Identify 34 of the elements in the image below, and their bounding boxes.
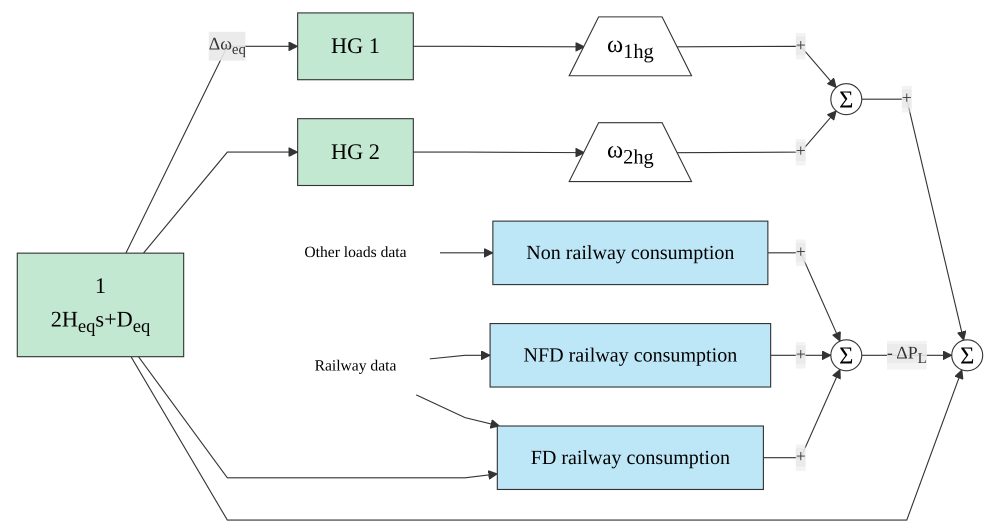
arrow: [130, 356, 963, 520]
node-box: HG 1: [296, 12, 414, 80]
arrow: [762, 368, 840, 458]
arrow: [767, 252, 840, 342]
arrow: [412, 41, 584, 52]
edge-label: +: [795, 36, 806, 55]
edge-label: - ΔP$_{L}$: [886, 344, 926, 366]
arrow: [676, 110, 836, 153]
node-box: Non railway consumption: [492, 220, 768, 285]
node-box: NFD railway consumption: [489, 322, 771, 388]
arrow: [124, 40, 298, 253]
arrow: [415, 394, 500, 428]
arrow: [142, 146, 298, 253]
edge-label: +: [795, 142, 806, 160]
node-circle: Σ: [830, 338, 862, 371]
edge-label: +: [795, 242, 806, 262]
arrow: [676, 45, 836, 88]
arrow: [439, 247, 493, 258]
arrow: [412, 147, 584, 157]
arrow: [138, 356, 498, 480]
node-box: 1 2H$_{eq}$s+D$_{eq}$: [16, 252, 184, 357]
arrow: [861, 98, 966, 340]
node-text: Other loads data: [304, 244, 406, 261]
node-text: Railway data: [314, 358, 396, 374]
node-box: FD railway consumption: [496, 424, 764, 490]
node-box: HG 2: [296, 118, 414, 186]
arrow: [429, 350, 490, 360]
edge-label: +: [795, 344, 806, 364]
arrow: [770, 350, 831, 360]
edge-label: +: [901, 88, 912, 108]
edge-label: Δω$_{eq}$: [208, 34, 246, 58]
node-circle: Σ: [830, 82, 862, 115]
node-circle: Σ: [950, 338, 983, 371]
edge-label: +: [795, 447, 806, 466]
